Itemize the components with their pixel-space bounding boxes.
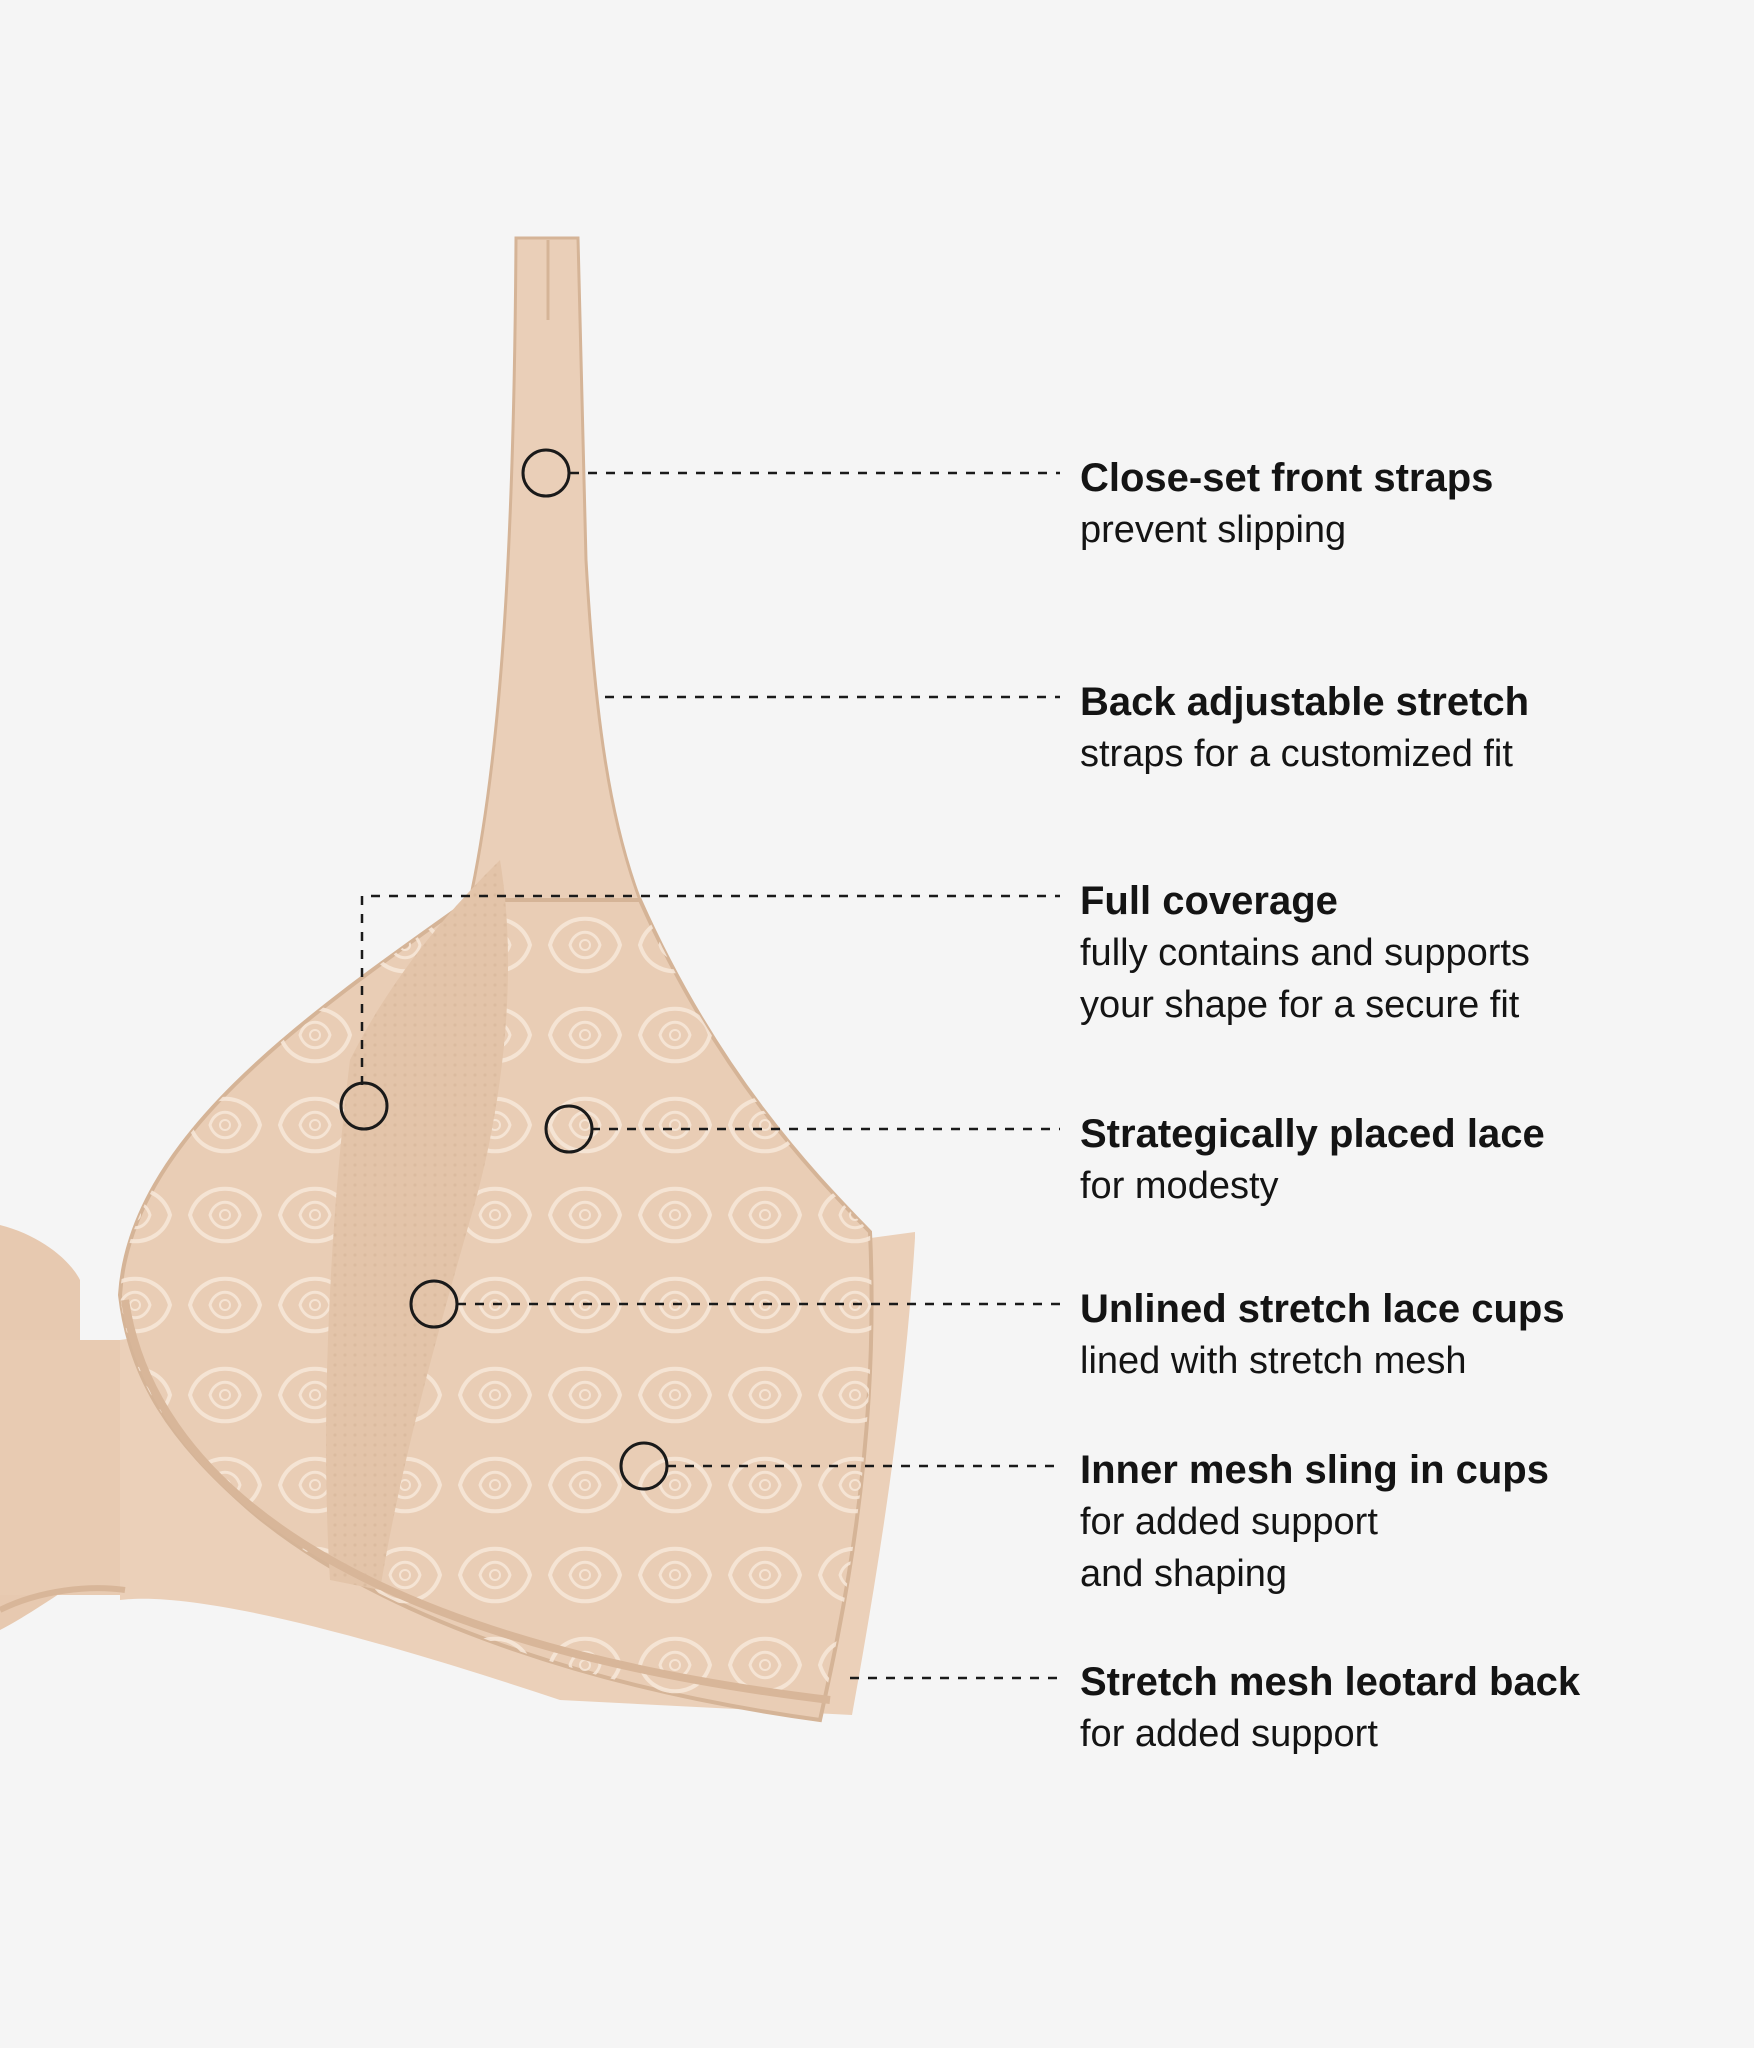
left-band bbox=[0, 1340, 125, 1595]
feature-desc: for added support bbox=[1080, 1501, 1378, 1543]
feature-desc: and shaping bbox=[1080, 1553, 1288, 1595]
marker-full-coverage bbox=[339, 1081, 389, 1131]
marker-lace bbox=[544, 1104, 594, 1154]
feature-desc: your shape for a secure fit bbox=[1080, 984, 1520, 1026]
feature-mesh-sling: Inner mesh sling in cups for added suppo… bbox=[1080, 1444, 1549, 1600]
feature-title: Unlined stretch lace cups bbox=[1080, 1287, 1565, 1331]
feature-leotard-back: Stretch mesh leotard back for added supp… bbox=[1080, 1656, 1580, 1760]
marker-mesh-sling bbox=[619, 1441, 669, 1491]
callout-markers bbox=[339, 448, 669, 1491]
feature-close-set-straps: Close-set front straps prevent slipping bbox=[1080, 452, 1493, 556]
leader-full-coverage bbox=[360, 894, 1060, 1085]
feature-desc: fully contains and supports bbox=[1080, 932, 1530, 974]
marker-front-straps bbox=[521, 448, 571, 498]
feature-title: Stretch mesh leotard back bbox=[1080, 1660, 1581, 1704]
marker-lace-cups bbox=[409, 1279, 459, 1329]
feature-strategic-lace: Strategically placed lace for modesty bbox=[1080, 1108, 1545, 1212]
feature-full-coverage: Full coverage fully contains and support… bbox=[1080, 875, 1530, 1031]
feature-title: Inner mesh sling in cups bbox=[1080, 1448, 1549, 1492]
feature-title: Close-set front straps bbox=[1080, 456, 1494, 500]
feature-desc: prevent slipping bbox=[1080, 509, 1347, 551]
feature-lace-cups: Unlined stretch lace cups lined with str… bbox=[1080, 1283, 1565, 1387]
feature-title: Full coverage bbox=[1080, 879, 1338, 923]
feature-desc: for added support bbox=[1080, 1713, 1378, 1755]
underwire-seam bbox=[121, 1299, 831, 1704]
feature-desc: for modesty bbox=[1080, 1165, 1279, 1207]
strap bbox=[468, 236, 643, 902]
feature-back-adjustable-straps: Back adjustable stretch straps for a cus… bbox=[1080, 676, 1529, 780]
callout-leaders bbox=[360, 471, 1060, 1680]
feature-desc: lined with stretch mesh bbox=[1080, 1340, 1467, 1382]
feature-title: Back adjustable stretch bbox=[1080, 680, 1530, 724]
feature-title: Strategically placed lace bbox=[1080, 1112, 1545, 1156]
feature-desc: straps for a customized fit bbox=[1080, 733, 1513, 775]
